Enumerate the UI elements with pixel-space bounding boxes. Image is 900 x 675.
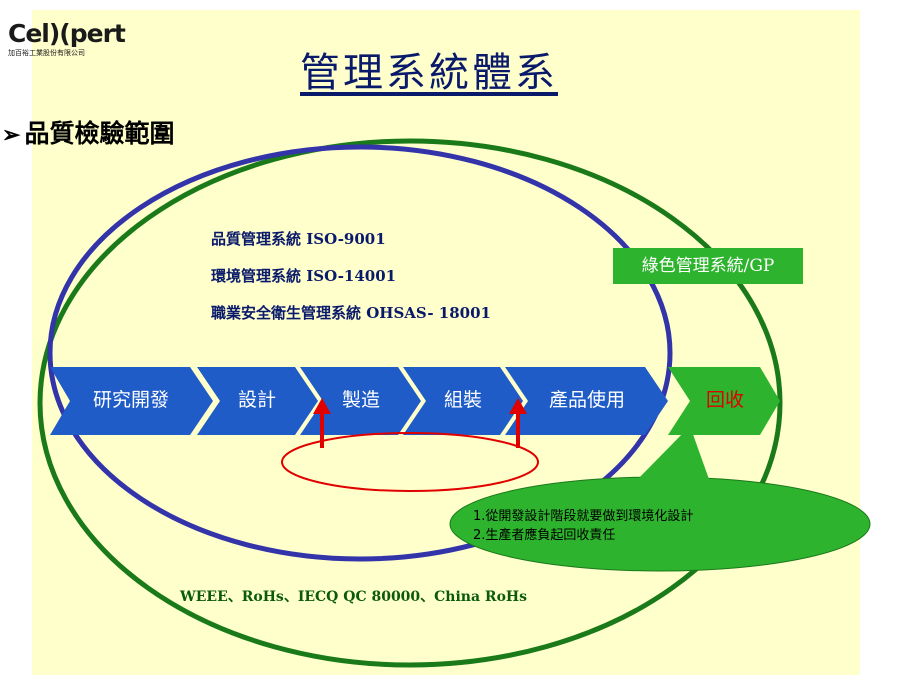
green-system-box: 綠色管理系統/GP	[613, 248, 803, 284]
inner-ellipse	[47, 144, 673, 562]
step-design: 設計	[237, 389, 276, 411]
section-heading: ➢品質檢驗範圍	[2, 114, 174, 150]
step-manufacturing: 製造	[341, 389, 380, 411]
outer-ellipse	[37, 138, 783, 668]
system-iso-9001: 品質管理系統 ISO-9001	[211, 230, 386, 248]
logo-company-name: 加百裕工業股份有限公司	[8, 49, 85, 57]
step-assembly: 組裝	[443, 389, 482, 411]
logo-name: Cel)(pert	[8, 19, 126, 48]
standards-text: WEEE、RoHs、IECQ QC 80000、China RoHs	[180, 589, 528, 605]
chevron-design	[197, 367, 318, 435]
up-arrow-icon	[313, 398, 331, 414]
section-heading-text: 品質檢驗範圍	[24, 119, 175, 148]
step-research: 研究開發	[92, 389, 169, 411]
chevron-recycle	[668, 367, 780, 435]
up-arrow-icon	[509, 398, 527, 414]
highlight-ellipse	[281, 432, 539, 492]
arrow-bullet-icon: ➢	[2, 122, 21, 148]
chevron-manufacturing	[300, 367, 421, 435]
step-product-use: 產品使用	[548, 389, 625, 411]
callout-note-2: 2.生產者應負起回收責任	[473, 528, 616, 543]
company-logo: Cel)(pert 加百裕工業股份有限公司	[8, 19, 126, 58]
system-iso-14001: 環境管理系統 ISO-14001	[211, 267, 397, 285]
callout-pointer	[635, 426, 710, 482]
chevron-research	[50, 367, 213, 435]
chevron-assembly	[403, 367, 523, 435]
page-title: 管理系統體系	[300, 50, 558, 96]
chevron-product-use	[505, 367, 668, 435]
system-ohsas-18001: 職業安全衛生管理系統 OHSAS- 18001	[211, 304, 491, 322]
callout-note-1: 1.從開發設計階段就要做到環境化設計	[473, 509, 694, 524]
step-recycle: 回收	[705, 389, 744, 411]
